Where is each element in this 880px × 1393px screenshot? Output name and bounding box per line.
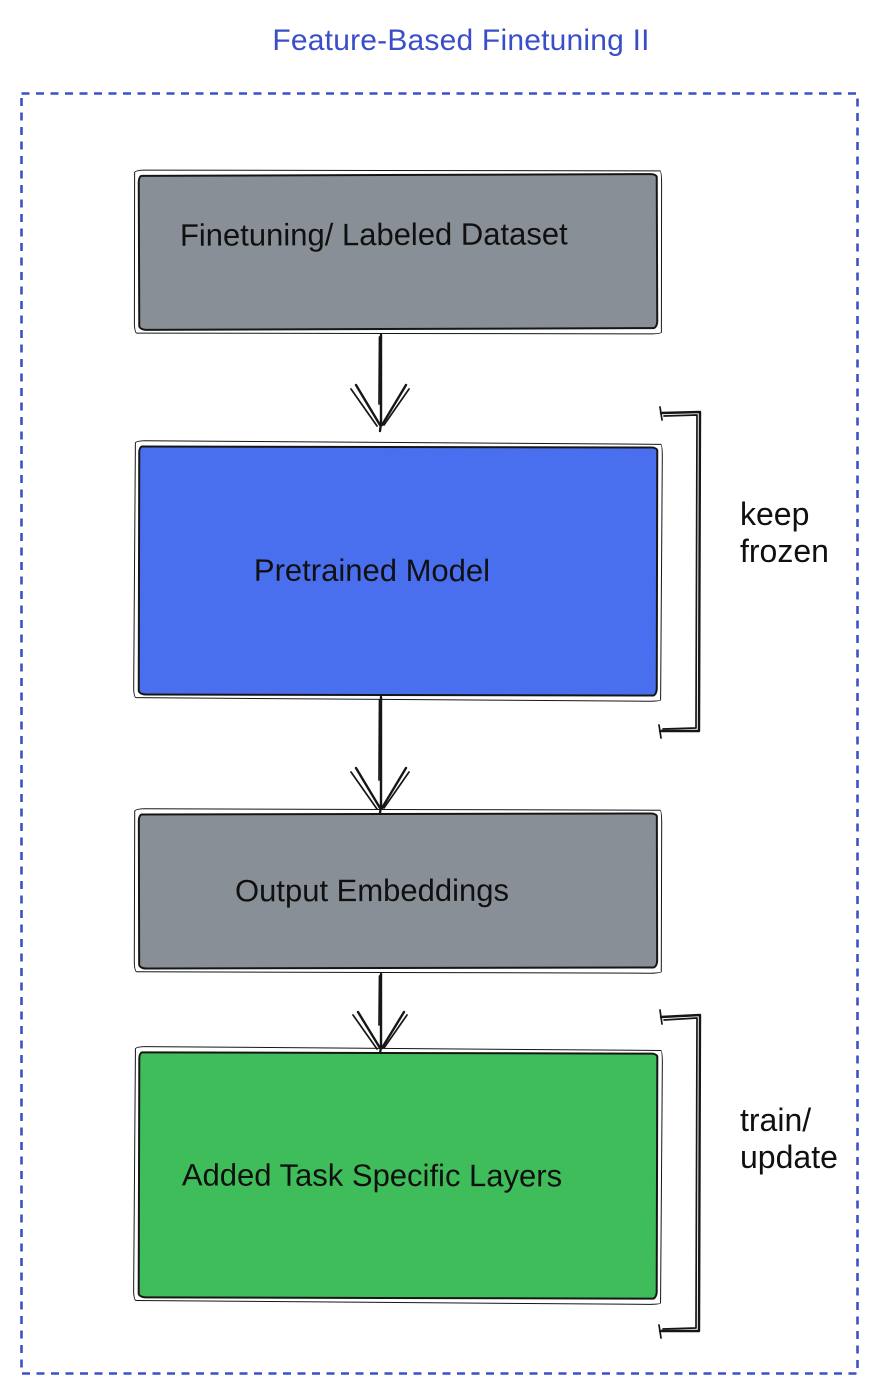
annotation-train-update-line2: update (740, 1139, 838, 1175)
node-finetuning-labeled-dataset-label: Finetuning/ Labeled Dataset (179, 216, 568, 253)
annotation-keep-frozen: keep frozen (740, 496, 829, 570)
bracket-keep-frozen (658, 406, 702, 739)
arrow-dataset-to-pretrained (350, 333, 410, 433)
node-finetuning-labeled-dataset: Finetuning/ Labeled Dataset (137, 173, 659, 331)
node-added-task-specific-layers-label: Added Task Specific Layers (181, 1156, 563, 1193)
annotation-train-update: train/ update (740, 1102, 838, 1176)
arrow-embeddings-to-layers (352, 972, 408, 1056)
node-pretrained-model: Pretrained Model (137, 445, 659, 697)
annotation-train-update-line1: train/ (740, 1102, 812, 1138)
node-pretrained-model-label: Pretrained Model (253, 552, 491, 589)
bracket-train-update (658, 1009, 702, 1339)
annotation-keep-frozen-line1: keep (740, 496, 810, 532)
annotation-keep-frozen-line2: frozen (740, 533, 829, 569)
arrow-pretrained-to-embeddings (350, 695, 410, 815)
node-output-embeddings: Output Embeddings (137, 812, 659, 970)
node-output-embeddings-label: Output Embeddings (234, 872, 510, 909)
diagram-title: Feature-Based Finetuning II (272, 24, 650, 57)
node-added-task-specific-layers: Added Task Specific Layers (137, 1051, 659, 1300)
